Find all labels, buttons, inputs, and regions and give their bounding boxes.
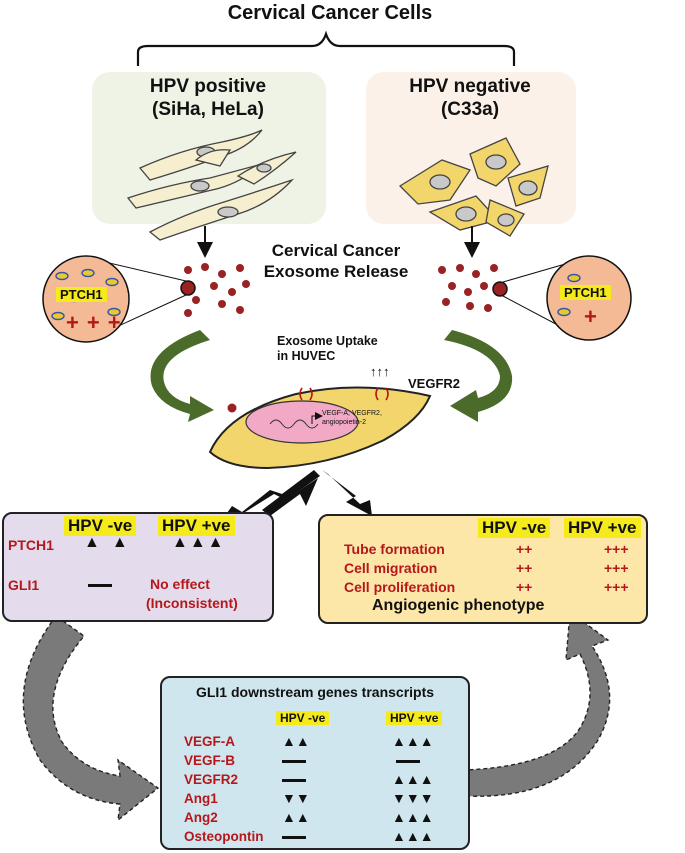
diagram-title: Cervical Cancer Cells bbox=[227, 2, 433, 24]
hpv-negative-label: HPV negative bbox=[409, 76, 531, 97]
row-tube-formation-neg: ++ bbox=[516, 541, 533, 557]
left-box-col-hpv-neg: HPV -ve bbox=[64, 516, 137, 536]
ptch1-label-right: PTCH1 bbox=[560, 285, 611, 300]
transcription-arrow bbox=[311, 412, 323, 424]
row-cell-proliferation-label: Cell proliferation bbox=[344, 579, 456, 595]
vegfr2-receptors bbox=[299, 387, 389, 401]
ptch1-hpv-pos-arrows: ▲▲▲ bbox=[172, 534, 226, 551]
gene-ang1: Ang1 bbox=[184, 791, 218, 806]
exosome-cluster-right bbox=[438, 264, 498, 312]
ang1-pos-arrows: ▼▼▼ bbox=[392, 790, 434, 806]
ang2-neg-arrows: ▲▲ bbox=[282, 809, 310, 825]
osteopontin-neg-dash bbox=[282, 836, 306, 839]
row-cell-migration-label: Cell migration bbox=[344, 560, 438, 576]
bottom-box-col-hpv-pos: HPV +ve bbox=[386, 711, 443, 725]
vegfr2-neg-dash bbox=[282, 779, 306, 782]
huvec-nucleus bbox=[245, 400, 359, 444]
hpv-negative-cell-lines: (C33a) bbox=[440, 99, 500, 120]
arrow-to-right-box-2 bbox=[322, 470, 372, 516]
ptch1-plus-left: +++ bbox=[66, 310, 129, 335]
osteopontin-pos-arrows: ▲▲▲ bbox=[392, 828, 434, 844]
row-tube-formation-label: Tube formation bbox=[344, 541, 445, 557]
ptch1-hpv-neg-arrows: ▲▲ bbox=[84, 534, 140, 551]
exosome-uptake-line2: in HUVEC bbox=[277, 349, 336, 363]
dna-strand bbox=[269, 419, 319, 429]
gli1-no-effect: No effect bbox=[150, 576, 210, 592]
grey-curved-arrow-right bbox=[465, 610, 611, 797]
nucleus-genes-line2: angiopoietin-2 bbox=[322, 419, 366, 426]
right-box-col-hpv-pos: HPV +ve bbox=[564, 518, 641, 538]
gli1-inconsistent: (Inconsistent) bbox=[146, 595, 238, 611]
vegf-b-pos-dash bbox=[396, 760, 420, 763]
curved-arrow-right-green bbox=[444, 330, 513, 422]
angiogenic-phenotype-label: Angiogenic phenotype bbox=[372, 597, 545, 614]
exosome-cluster-left bbox=[184, 263, 250, 317]
exosome-uptake-line1: Exosome Uptake bbox=[277, 334, 378, 348]
gli1-downstream-genes-box bbox=[160, 676, 470, 850]
gene-ang2: Ang2 bbox=[184, 810, 218, 825]
gene-vegf-a: VEGF-A bbox=[184, 734, 236, 749]
vegf-b-neg-dash bbox=[282, 760, 306, 763]
right-box-col-hpv-neg: HPV -ve bbox=[478, 518, 551, 538]
gene-osteopontin: Osteopontin bbox=[184, 829, 264, 844]
zoom-exosome-right bbox=[492, 281, 508, 297]
gli1-hpv-neg-no-change bbox=[88, 584, 112, 587]
gene-vegfr2: VEGFR2 bbox=[184, 772, 239, 787]
exosome-release-line1: Cervical Cancer bbox=[271, 241, 401, 260]
row-cell-migration-neg: ++ bbox=[516, 560, 533, 576]
vegf-a-pos-arrows: ▲▲▲ bbox=[392, 733, 434, 749]
gene-vegf-b: VEGF-B bbox=[184, 753, 236, 768]
bottom-box-col-hpv-neg: HPV -ve bbox=[276, 711, 330, 725]
ptch1-label-left: PTCH1 bbox=[56, 287, 107, 302]
exosome-release-line2: Exosome Release bbox=[263, 262, 409, 281]
curved-arrow-left-green bbox=[150, 330, 214, 422]
row-cell-proliferation-pos: +++ bbox=[604, 579, 629, 595]
hpv-positive-cells-illustration bbox=[126, 129, 297, 241]
left-box-col-hpv-pos: HPV +ve bbox=[158, 516, 235, 536]
arrow-to-right-box bbox=[222, 470, 320, 520]
receptor-upregulation-arrows: ↑↑↑ bbox=[370, 364, 390, 379]
hpv-negative-cells-illustration bbox=[398, 137, 549, 237]
ang1-neg-arrows: ▼▼ bbox=[282, 790, 310, 806]
row-tube-formation-pos: +++ bbox=[604, 541, 629, 557]
hpv-positive-label: HPV positive bbox=[149, 76, 267, 97]
row-cell-proliferation-neg: ++ bbox=[516, 579, 533, 595]
left-box-row-ptch1: PTCH1 bbox=[8, 537, 54, 553]
title-bracket bbox=[136, 30, 516, 66]
ptch1-protein-icons-right bbox=[557, 273, 581, 317]
ptch1-plus-right: + bbox=[584, 304, 597, 329]
grey-curved-arrow-left bbox=[22, 615, 160, 822]
ang2-pos-arrows: ▲▲▲ bbox=[392, 809, 434, 825]
left-box-row-gli1: GLI1 bbox=[8, 577, 40, 593]
vegfr2-pos-arrows: ▲▲▲ bbox=[392, 771, 434, 787]
vegfr2-label: VEGFR2 bbox=[408, 376, 461, 391]
hpv-positive-cell-lines: (SiHa, HeLa) bbox=[152, 99, 264, 120]
zoom-exosome-left bbox=[180, 280, 196, 296]
row-cell-migration-pos: +++ bbox=[604, 560, 629, 576]
vegf-a-neg-arrows: ▲▲ bbox=[282, 733, 310, 749]
nucleus-genes-line1: VEGF-A, VEGFR2, bbox=[322, 410, 382, 417]
bottom-box-title: GLI1 downstream genes transcripts bbox=[195, 684, 435, 700]
